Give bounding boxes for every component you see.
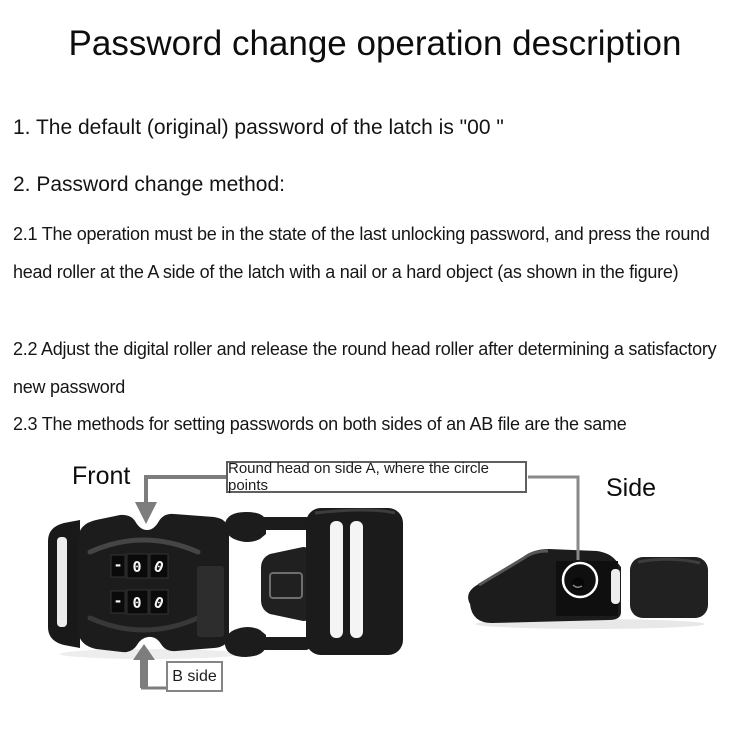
side-view-label: Side	[606, 474, 657, 502]
dial-cell	[126, 553, 149, 579]
callout-box: Round head on side A, where the circle p…	[226, 460, 527, 494]
dial-cell	[149, 553, 169, 579]
dial-cell	[110, 554, 126, 578]
recessed-panel	[197, 566, 224, 637]
front-view-label: Front	[72, 462, 131, 490]
b-side-male-buckle	[224, 508, 403, 657]
barrel-highlight	[87, 615, 201, 633]
front-view-buckle: - 0 0 - 0 0	[48, 513, 229, 653]
dial-row-bottom[interactable]: - 0 0	[110, 589, 169, 615]
bottom-prong-arm	[258, 637, 310, 650]
body-highlight	[314, 508, 396, 515]
dial-row-top[interactable]: - 0 0	[110, 553, 169, 579]
top-prong	[224, 512, 266, 542]
rule-2-1-text: 2.1 The operation must be in the state o…	[13, 224, 710, 282]
rule-2-heading: 2. Password change method:	[13, 173, 285, 196]
page-title: Password change operation description	[68, 24, 682, 63]
rule-2-3-text: 2.3 The methods for setting passwords on…	[13, 414, 627, 434]
dial-digit: 0	[132, 558, 141, 576]
top-prong-arm	[258, 517, 310, 530]
bottom-prong	[224, 627, 266, 657]
circle-highlight	[561, 561, 599, 599]
roller-glint	[572, 584, 583, 589]
dial-cell	[149, 589, 169, 615]
dial-cell	[126, 589, 149, 615]
rule-1-default-password: 1. The default (original) password of th…	[13, 116, 504, 139]
side-male-end	[630, 557, 708, 618]
round-head-roller[interactable]	[571, 577, 585, 591]
arrowhead-up-icon	[133, 644, 155, 660]
rule-2-2-text: 2.2 Adjust the digital roller and releas…	[13, 339, 717, 397]
latch-figure: - 0 0 - 0 0	[48, 475, 708, 690]
dial-digit: 0	[132, 594, 141, 612]
b-side-pointer-arrow	[133, 644, 168, 690]
side-gap	[611, 569, 620, 604]
center-tab-detail	[269, 572, 303, 599]
arrowhead-down-icon	[135, 502, 157, 524]
barrel-highlight	[87, 537, 201, 555]
side-pointer-line	[528, 475, 580, 560]
strap-slot	[350, 521, 363, 638]
b-side-box: B side	[166, 661, 223, 692]
strap-slot	[330, 521, 343, 638]
center-tab	[261, 547, 311, 621]
side-view-buckle	[468, 549, 708, 623]
side-highlight	[478, 549, 549, 587]
side-male-highlight	[637, 557, 701, 565]
dial-dash: -	[113, 556, 122, 574]
b-side-text: B side	[172, 667, 217, 685]
callout-text: Round head on side A, where the circle p…	[228, 460, 489, 494]
dial-dash: -	[113, 592, 122, 610]
strap-slot	[57, 537, 67, 627]
dial-cell	[110, 590, 126, 614]
front-pointer-arrow	[135, 475, 227, 524]
